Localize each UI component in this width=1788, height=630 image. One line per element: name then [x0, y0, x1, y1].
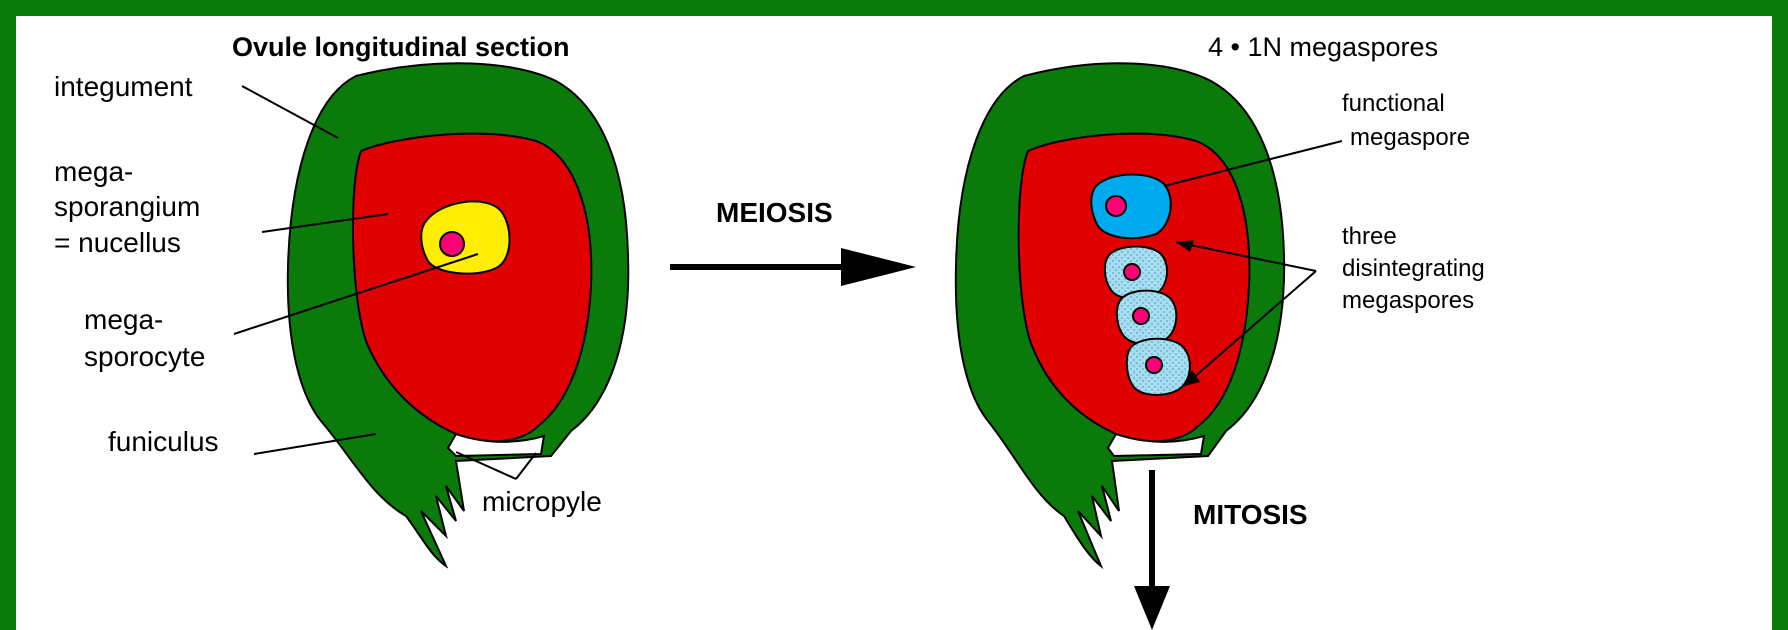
label-three-line3: megaspores — [1342, 287, 1474, 314]
ovule-diagram: Ovule longitudinal section integument me… — [16, 16, 1772, 630]
label-meiosis: MEIOSIS — [716, 197, 833, 228]
label-integument: integument — [54, 71, 193, 102]
label-megasporocyte-line2: sporocyte — [84, 341, 205, 372]
disintegrating-nucleus-2 — [1133, 308, 1149, 324]
label-mitosis: MITOSIS — [1193, 499, 1308, 530]
diagram-title: Ovule longitudinal section — [232, 32, 570, 62]
label-funiculus: funiculus — [108, 426, 219, 457]
disintegrating-nucleus-3 — [1146, 357, 1162, 373]
label-three-line1: three — [1342, 223, 1397, 250]
functional-megaspore-nucleus — [1106, 196, 1126, 216]
diagram-frame: Ovule longitudinal section integument me… — [16, 16, 1772, 630]
left-cell-megasporocyte — [421, 201, 509, 273]
mitosis-arrow — [1134, 470, 1170, 630]
label-megasporangium-line3: = nucellus — [54, 227, 181, 258]
label-megasporangium-line2: sporangium — [54, 191, 200, 222]
label-megasporocyte-line1: mega- — [84, 304, 163, 335]
label-megasporangium-line1: mega- — [54, 156, 133, 187]
right-ovule — [956, 63, 1284, 566]
left-nucleus — [440, 232, 464, 256]
label-three-line2: disintegrating — [1342, 255, 1485, 282]
functional-megaspore — [1091, 174, 1170, 238]
disintegrating-nucleus-1 — [1124, 264, 1140, 280]
label-functional-line1: functional — [1342, 90, 1445, 117]
label-four-megaspores: 4 • 1N megaspores — [1208, 32, 1438, 62]
label-functional-line2: megaspore — [1350, 124, 1470, 151]
label-micropyle: micropyle — [482, 486, 602, 517]
meiosis-arrow — [670, 248, 916, 286]
